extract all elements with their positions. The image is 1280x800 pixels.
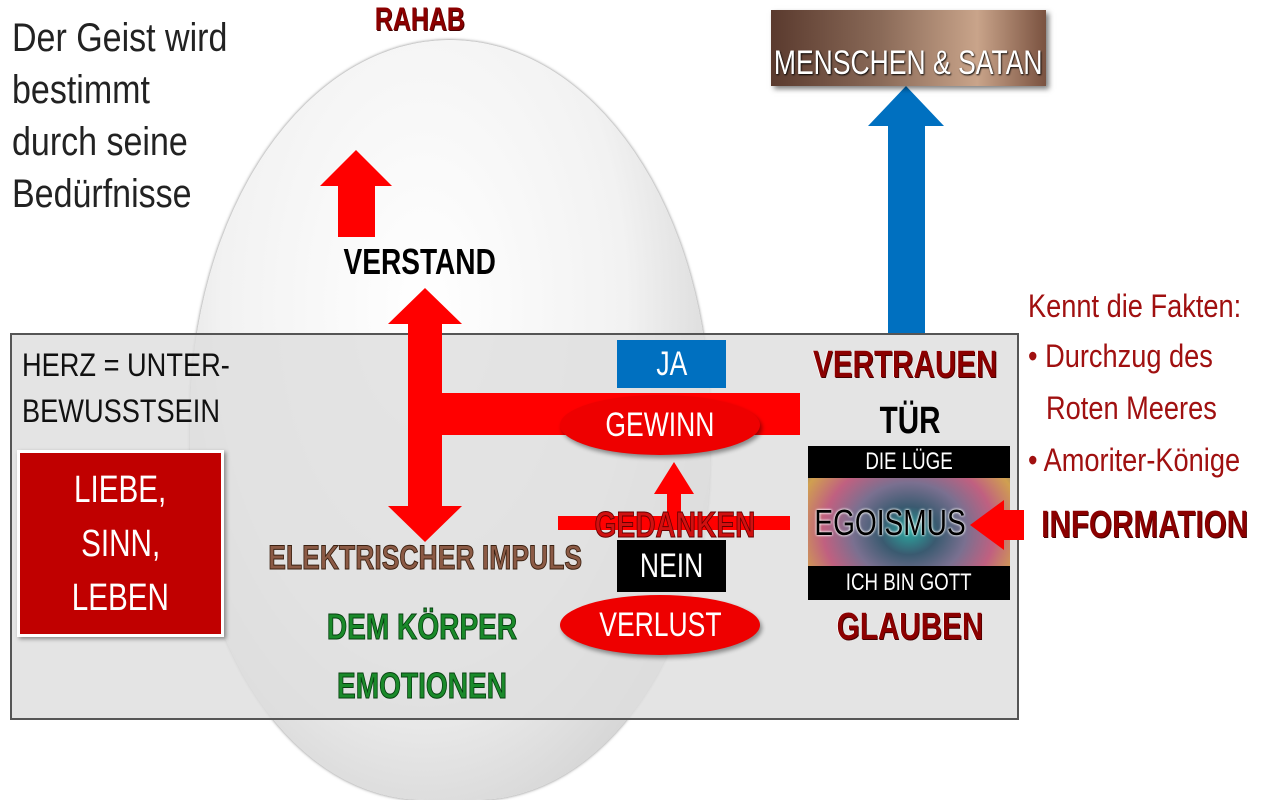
ja-box: JA	[617, 340, 726, 388]
rahab-label: RAHAB	[374, 0, 466, 37]
info-arrow-shaft	[1000, 510, 1024, 540]
gewinn-ellipse: GEWINN	[560, 395, 760, 455]
blue-arrow-up-icon	[868, 86, 944, 126]
emotionen-label: EMOTIONEN	[337, 665, 508, 707]
fact-item-cont: Roten Meeres	[1046, 390, 1217, 426]
red-arrow-up-icon	[320, 150, 392, 186]
luege-band: DIE LÜGE	[808, 446, 1010, 478]
liebe-line: LEBEN	[71, 576, 170, 619]
up-arrow-shaft	[338, 185, 375, 237]
title-line: Der Geist wird	[12, 16, 228, 60]
gott-band: ICH BIN GOTT	[808, 566, 1010, 600]
people-image-box: MENSCHEN & SATAN	[771, 10, 1046, 86]
gedanken-label: GEDANKEN	[594, 504, 756, 546]
liebe-line: SINN,	[80, 522, 161, 565]
verstand-label: VERSTAND	[343, 241, 497, 282]
liebe-box: LIEBE, SINN, LEBEN	[17, 450, 224, 637]
slide-title: Der Geist wird bestimmt durch seine Bedü…	[12, 12, 227, 220]
fact-item: • Durchzug des	[1028, 338, 1213, 374]
gedanken-bar	[558, 516, 790, 530]
egoismus-label: EGOISMUS	[814, 502, 966, 543]
impuls-label: ELEKTRISCHER IMPULS	[268, 538, 583, 577]
small-arrow-shaft	[667, 490, 681, 520]
red-arrow-up-icon	[388, 288, 462, 324]
title-line: durch seine	[12, 120, 188, 164]
red-arrow-down-icon	[388, 506, 462, 542]
information-label: INFORMATION	[1041, 503, 1249, 546]
herz-line: HERZ = UNTER-	[22, 347, 230, 383]
blue-arrow-shaft	[888, 120, 925, 334]
red-arrow-left-icon	[970, 500, 1004, 550]
facts-heading: Kennt die Fakten:	[1028, 288, 1242, 324]
red-arrow-up-icon	[654, 462, 694, 494]
fact-item: • Amoriter-Könige	[1028, 442, 1241, 478]
liebe-line: LIEBE,	[74, 468, 167, 511]
title-line: Bedürfnisse	[12, 172, 192, 216]
vertrauen-label: VERTRAUEN	[812, 343, 998, 386]
title-line: bestimmt	[12, 68, 150, 112]
glauben-label: GLAUBEN	[836, 605, 984, 648]
nein-box: NEIN	[617, 540, 726, 592]
herz-line: BEWUSSTSEIN	[22, 393, 220, 429]
tuer-label: TÜR	[879, 399, 941, 442]
verlust-ellipse: VERLUST	[560, 595, 760, 655]
herz-label: HERZ = UNTER- BEWUSSTSEIN	[22, 342, 230, 434]
koerper-label: DEM KÖRPER	[327, 606, 518, 648]
